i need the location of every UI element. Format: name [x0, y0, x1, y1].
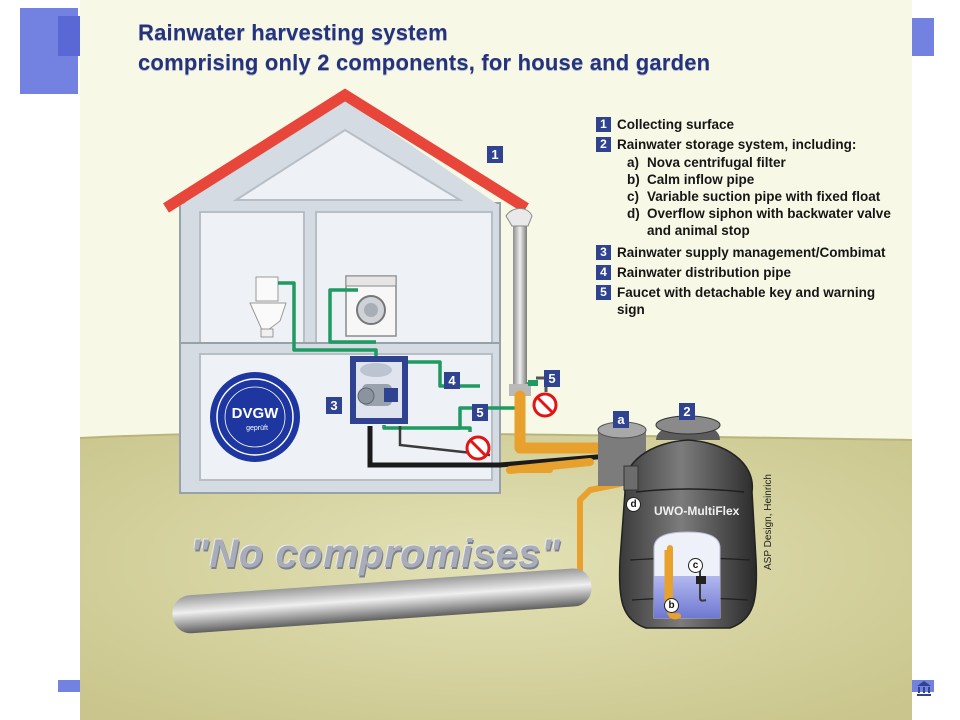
legend-item-1: 1 Collecting surface: [596, 116, 896, 133]
legend-number-badge: 5: [596, 285, 611, 300]
legend-subitem-letter: d): [627, 206, 640, 221]
legend-subitem: c) Variable suction pipe with fixed float: [617, 188, 896, 205]
downpipe: [513, 222, 527, 390]
toilet-icon: [249, 276, 287, 338]
legend-item-5: 5 Faucet with detachable key and warning …: [596, 284, 896, 318]
room-left: [199, 211, 305, 345]
callout-d-overflow: d: [626, 497, 641, 512]
legend-subitems: a) Nova centrifugal filter b) Calm inflow p…: [617, 154, 896, 239]
legend-label: Rainwater distribution pipe: [617, 265, 792, 280]
callout-1-roof: 1: [487, 146, 503, 163]
downpipe-filter-cap: [509, 384, 531, 396]
storage-tank: [618, 415, 758, 629]
legend-item-3: 3 Rainwater supply management/Combimat: [596, 244, 896, 261]
stamp-sub-text: geprüft: [246, 425, 268, 432]
legend-label: Rainwater supply management/Combimat: [617, 245, 886, 260]
callout-5-inside: 5: [472, 404, 488, 421]
roof: [163, 88, 529, 213]
sewer-pipe: [172, 568, 592, 634]
callout-4-pipe: 4: [444, 372, 460, 389]
room-right: [315, 211, 493, 345]
supply-unit: [350, 356, 408, 424]
tank-label: UWO-MultiFlex: [654, 504, 740, 518]
legend-subitem: d) Overflow siphon with backwater valve a…: [617, 205, 896, 239]
legend-subitem: a) Nova centrifugal filter: [617, 154, 896, 171]
rainwater-diagram: DVGW geprüft: [80, 88, 912, 720]
callout-b-inflow: b: [664, 598, 679, 613]
legend-subitem-letter: a): [627, 155, 640, 170]
callout-a-filter: a: [613, 411, 629, 428]
institution-logo-icon: [916, 680, 932, 701]
legend-label: Rainwater storage system, including:: [617, 137, 857, 152]
legend-subitem: b) Calm inflow pipe: [617, 171, 896, 188]
legend-subitem-text: Overflow siphon with backwater valve and…: [647, 206, 891, 238]
dvgw-stamp: [210, 372, 300, 462]
legend-label: Faucet with detachable key and warning s…: [617, 285, 876, 317]
legend-number-badge: 4: [596, 265, 611, 280]
footer-bar-left: [58, 680, 80, 692]
slogan-text: "No compromises": [190, 532, 561, 576]
legend-number-badge: 1: [596, 117, 611, 132]
callout-3-unit: 3: [326, 397, 342, 414]
legend-item-4: 4 Rainwater distribution pipe: [596, 264, 896, 281]
callout-c-suction: c: [688, 558, 703, 573]
legend: 1 Collecting surface 2 Rainwater storage sy…: [596, 116, 896, 321]
stamp-main-text: DVGW: [232, 405, 280, 422]
warning-sign-inside: [465, 435, 491, 461]
legend-subitem-text: Nova centrifugal filter: [647, 155, 786, 170]
gutter: [505, 208, 533, 227]
callout-2-tank: 2: [679, 403, 695, 420]
legend-label: Collecting surface: [617, 117, 735, 132]
legend-number-badge: 3: [596, 245, 611, 260]
warning-sign-outside: [532, 392, 558, 418]
legend-subitem-letter: c): [627, 189, 640, 204]
legend-item-2: 2 Rainwater storage system, including:: [596, 136, 896, 153]
feed-pipe-grey: [398, 426, 491, 457]
credit-text: ASP Design, Heinrich: [763, 474, 774, 570]
title-line-1: Rainwater harvesting system: [138, 20, 448, 45]
legend-subitem-letter: b): [627, 172, 640, 187]
inflow-pipes: [506, 390, 623, 591]
legend-subitem-text: Variable suction pipe with fixed float: [647, 189, 881, 204]
diagram-poster: DVGW geprüft: [80, 0, 912, 720]
corner-square-top-right: [912, 18, 934, 56]
attic-interior: [232, 128, 464, 201]
callout-5-outside: 5: [544, 370, 560, 387]
legend-subitem-text: Calm inflow pipe: [647, 172, 755, 187]
corner-square-top-left-inner: [58, 16, 80, 56]
title-line-2: comprising only 2 components, for house …: [138, 50, 711, 75]
legend-number-badge: 2: [596, 137, 611, 152]
washing-machine-icon: [345, 275, 397, 337]
